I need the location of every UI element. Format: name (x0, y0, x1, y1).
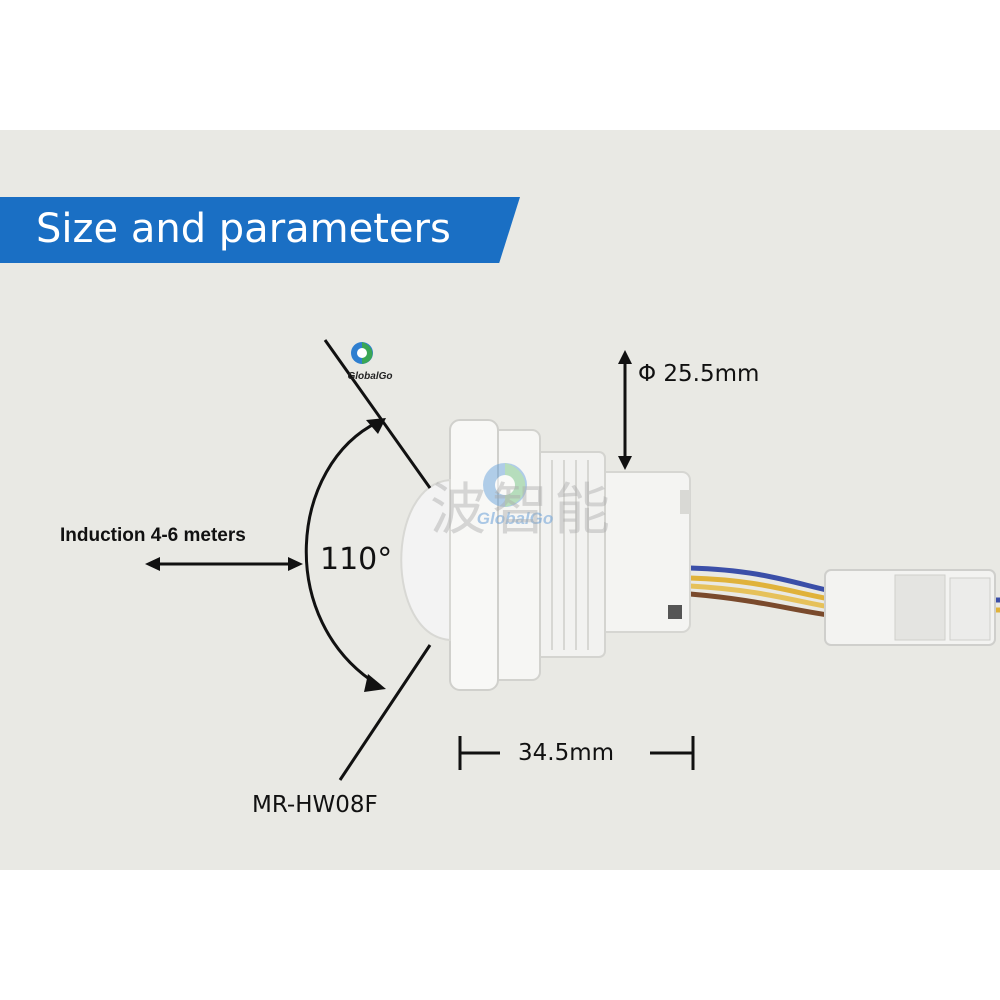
induction-label: Induction 4-6 meters (60, 525, 246, 546)
sensor-illustration (145, 339, 1000, 781)
wire-connector (824, 569, 996, 646)
model-label: MR-HW08F (252, 792, 378, 818)
globalgo-watermark-text: GlobalGo (476, 509, 554, 528)
globalgo-watermark: GlobalGo (465, 455, 555, 535)
diameter-label: Φ 25.5mm (638, 361, 760, 387)
chinese-watermark: 波智能 (430, 478, 616, 543)
length-label: 34.5mm (518, 740, 615, 766)
product-image-stage: Size and parameters GlobalGo GlobalGo 波智… (0, 130, 1000, 870)
globalgo-watermark-icon (483, 463, 527, 507)
sensor-body (400, 419, 691, 691)
title-banner: Size and parameters (0, 197, 520, 263)
length-dimension (458, 736, 695, 770)
arrow-heads (364, 418, 386, 692)
banner-title: Size and parameters (36, 206, 451, 252)
globalgo-logo: GlobalGo (335, 335, 405, 385)
detection-angle-lines (304, 339, 432, 781)
angle-label: 110° (320, 542, 393, 577)
globalgo-logo-text: GlobalGo (347, 371, 393, 382)
globalgo-logo-icon (351, 342, 373, 364)
